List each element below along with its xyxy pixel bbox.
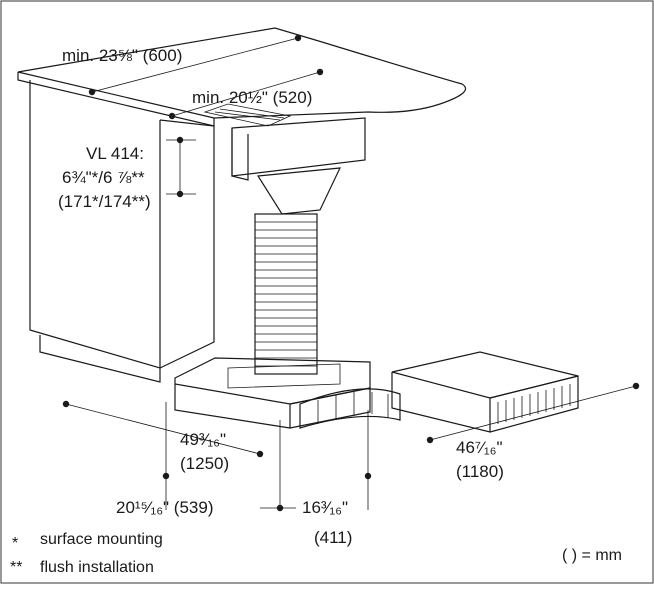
dim-duct-right: 46⁷⁄₁₆" (456, 438, 503, 457)
cabinet-plinth (39, 335, 161, 383)
cabinet-body (29, 80, 161, 369)
flex-connector (299, 388, 401, 429)
downdraft-side (231, 128, 249, 181)
countertop (17, 27, 467, 119)
dim-duct-left-mm: (1250) (180, 454, 230, 473)
legend-double-star-text: flush installation (40, 559, 154, 576)
dim-top-width: min. 23⅝" (600) (62, 46, 183, 65)
hob-vent-slots (214, 108, 285, 121)
countertop-edge (17, 72, 215, 127)
fan-grille (497, 384, 571, 424)
vl-height: 6¾"*/6 ⅞** (62, 168, 145, 187)
legend-star-mark: * (12, 535, 19, 552)
base-box-front (174, 384, 291, 429)
base-box-top (174, 357, 371, 405)
units-note: ( ) = mm (562, 547, 622, 564)
downdraft-box (231, 117, 366, 177)
legend-star-text: surface mounting (40, 531, 163, 548)
dim-lines (65, 37, 637, 510)
dim-base-right-mm: (411) (314, 528, 353, 547)
flex-connector-ribs (317, 392, 389, 424)
legend-double-star-mark: ** (10, 559, 23, 576)
vl-model-label: VL 414: (86, 144, 144, 163)
dim-top-depth: min. 20½" (520) (192, 88, 313, 107)
vl-height-mm: (171*/174**) (58, 192, 151, 211)
dim-base-left: 20¹⁵⁄₁₆" (539) (116, 498, 214, 517)
base-box-collar (227, 363, 341, 389)
flex-duct-ribs (255, 221, 317, 367)
dim-duct-right-mm: (1180) (456, 462, 504, 481)
dim-duct-left: 49³⁄₁₆" (180, 430, 227, 449)
cabinet-front (159, 119, 215, 369)
funnel (256, 167, 341, 215)
fan-unit-front (391, 372, 491, 433)
dim-dots (62, 34, 640, 512)
fan-unit-side (489, 375, 579, 433)
hob-vent (203, 103, 292, 127)
dim-base-right: 16³⁄₁₆" (302, 498, 349, 517)
fan-unit-top (391, 351, 579, 399)
